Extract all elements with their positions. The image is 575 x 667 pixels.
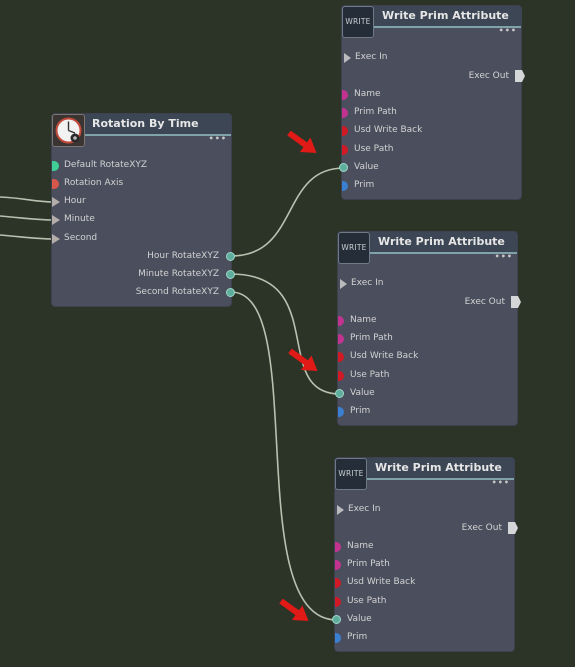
pin-default-rotatexyz[interactable] bbox=[52, 161, 59, 171]
node-title: Rotation By Time bbox=[92, 117, 199, 130]
node-header[interactable] bbox=[335, 458, 514, 480]
red-arrow-icon bbox=[287, 130, 317, 153]
exec-out-pin[interactable] bbox=[511, 296, 521, 308]
label-usd-write-back: Usd Write Back bbox=[350, 351, 419, 361]
label-minute: Minute bbox=[64, 214, 95, 224]
pin-second-rotatexyz-out[interactable] bbox=[226, 288, 235, 297]
pin-prim[interactable] bbox=[342, 181, 348, 191]
label-name: Name bbox=[350, 315, 377, 325]
pin-second[interactable] bbox=[52, 234, 60, 244]
label-use-path: Use Path bbox=[354, 144, 394, 154]
pin-prim[interactable] bbox=[335, 633, 341, 643]
write-prim-attribute-node-2[interactable]: WRITE Write Prim Attribute ••• Exec In E… bbox=[335, 232, 521, 425]
red-arrow-icon bbox=[279, 598, 309, 621]
label-usd-write-back: Usd Write Back bbox=[347, 577, 416, 587]
label-exec-in: Exec In bbox=[348, 504, 381, 514]
exec-in-pin[interactable] bbox=[337, 505, 344, 515]
label-name: Name bbox=[347, 541, 374, 551]
pin-hour-rotatexyz-out[interactable] bbox=[226, 252, 235, 261]
pin-value[interactable] bbox=[332, 615, 341, 624]
label-prim: Prim bbox=[350, 406, 371, 416]
pin-name[interactable] bbox=[342, 90, 348, 100]
label-value: Value bbox=[350, 388, 375, 398]
clock-icon bbox=[52, 114, 85, 147]
exec-out-pin[interactable] bbox=[508, 522, 518, 534]
label-prim-path: Prim Path bbox=[350, 333, 393, 343]
pin-usd-write-back[interactable] bbox=[342, 126, 348, 136]
pin-prim[interactable] bbox=[338, 407, 344, 417]
label-value: Value bbox=[354, 162, 379, 172]
pin-use-path[interactable] bbox=[342, 145, 348, 155]
pin-value[interactable] bbox=[335, 389, 344, 398]
pin-minute-rotatexyz-out[interactable] bbox=[226, 270, 235, 279]
wire-minute-to-value-2[interactable] bbox=[230, 273, 341, 395]
exec-out-pin[interactable] bbox=[515, 70, 525, 82]
exec-in-pin[interactable] bbox=[344, 53, 351, 63]
label-exec-out: Exec Out bbox=[464, 297, 505, 307]
write-badge-icon: WRITE bbox=[342, 6, 374, 38]
pin-prim-path[interactable] bbox=[338, 334, 344, 344]
pin-usd-write-back[interactable] bbox=[338, 352, 344, 362]
pin-name[interactable] bbox=[338, 316, 344, 326]
exec-in-pin[interactable] bbox=[340, 279, 347, 289]
node-header[interactable] bbox=[52, 114, 231, 136]
pin-prim-path[interactable] bbox=[342, 108, 348, 118]
pin-rotation-axis[interactable] bbox=[52, 179, 59, 189]
label-hour-rotatexyz: Hour RotateXYZ bbox=[147, 251, 219, 261]
label-prim: Prim bbox=[347, 632, 368, 642]
label-prim: Prim bbox=[354, 180, 375, 190]
node-header[interactable] bbox=[342, 6, 521, 28]
label-use-path: Use Path bbox=[347, 596, 387, 606]
pin-name[interactable] bbox=[335, 542, 341, 552]
rotation-by-time-node[interactable]: Rotation By Time ••• Default RotateXYZ R… bbox=[52, 114, 235, 306]
label-rotation-axis: Rotation Axis bbox=[64, 178, 124, 188]
node-menu-icon[interactable]: ••• bbox=[498, 26, 517, 35]
pin-usd-write-back[interactable] bbox=[335, 578, 341, 588]
label-name: Name bbox=[354, 89, 381, 99]
pin-prim-path[interactable] bbox=[335, 560, 341, 570]
node-menu-icon[interactable]: ••• bbox=[494, 252, 513, 261]
label-use-path: Use Path bbox=[350, 370, 390, 380]
wire-incoming-hour bbox=[0, 196, 56, 203]
label-default-rotatexyz: Default RotateXYZ bbox=[64, 160, 148, 170]
label-prim-path: Prim Path bbox=[354, 107, 397, 117]
wire-incoming-second bbox=[0, 234, 56, 240]
write-badge-icon: WRITE bbox=[338, 232, 370, 264]
wire-second-to-value-3[interactable] bbox=[230, 291, 338, 621]
node-title: Write Prim Attribute bbox=[378, 235, 505, 248]
write-prim-attribute-node-3[interactable]: WRITE Write Prim Attribute ••• Exec In E… bbox=[332, 458, 518, 651]
label-usd-write-back: Usd Write Back bbox=[354, 125, 423, 135]
pin-hour[interactable] bbox=[52, 197, 60, 207]
pin-value[interactable] bbox=[339, 163, 348, 172]
label-second-rotatexyz: Second RotateXYZ bbox=[135, 287, 219, 297]
label-exec-out: Exec Out bbox=[468, 71, 509, 81]
label-exec-in: Exec In bbox=[351, 278, 384, 288]
label-exec-in: Exec In bbox=[355, 52, 388, 62]
write-prim-attribute-node-1[interactable]: WRITE Write Prim Attribute ••• Exec In E… bbox=[339, 6, 525, 199]
pin-minute[interactable] bbox=[52, 215, 60, 225]
label-second: Second bbox=[64, 233, 98, 243]
label-hour: Hour bbox=[64, 196, 86, 206]
pin-use-path[interactable] bbox=[338, 371, 344, 381]
node-title: Write Prim Attribute bbox=[382, 9, 509, 22]
node-menu-icon[interactable]: ••• bbox=[208, 134, 227, 143]
node-header[interactable] bbox=[338, 232, 517, 254]
wire-incoming-minute bbox=[0, 215, 56, 221]
node-menu-icon[interactable]: ••• bbox=[491, 478, 510, 487]
label-minute-rotatexyz: Minute RotateXYZ bbox=[138, 269, 219, 279]
label-exec-out: Exec Out bbox=[461, 523, 502, 533]
node-title: Write Prim Attribute bbox=[375, 461, 502, 474]
write-badge-icon: WRITE bbox=[335, 458, 367, 490]
label-prim-path: Prim Path bbox=[347, 559, 390, 569]
label-value: Value bbox=[347, 614, 372, 624]
wire-hour-to-value-1[interactable] bbox=[230, 167, 345, 257]
pin-use-path[interactable] bbox=[335, 597, 341, 607]
red-arrow-icon bbox=[288, 348, 318, 371]
